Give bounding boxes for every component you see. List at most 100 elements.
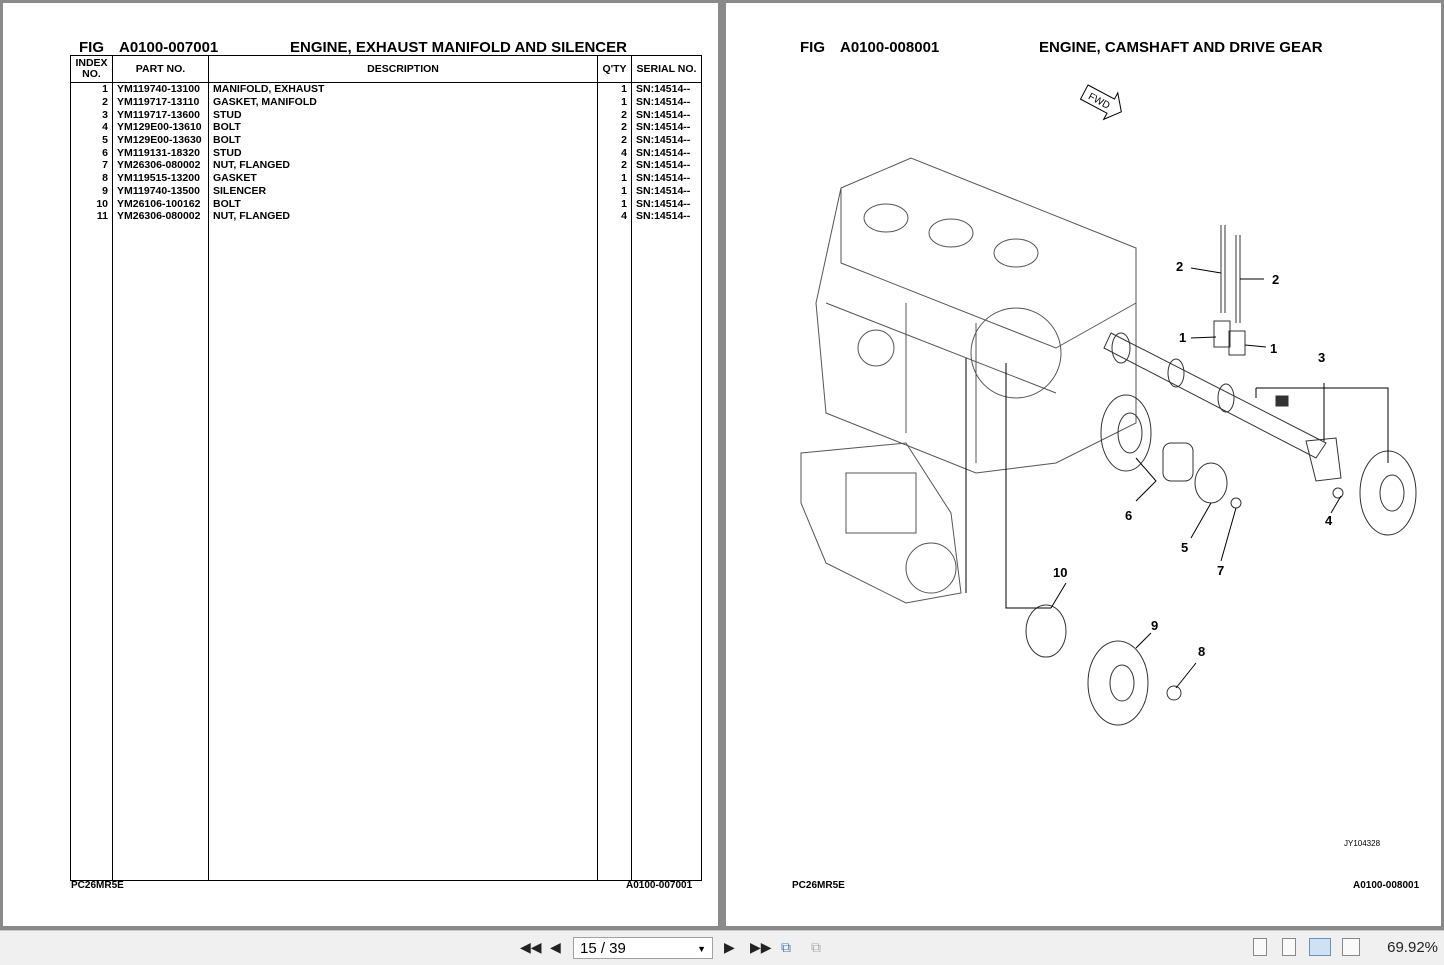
filler-cell: [70, 222, 113, 881]
cell-desc: MANIFOLD, EXHAUST: [208, 82, 598, 96]
cell-serial: SN:14514--: [631, 95, 702, 109]
cell-index: 1: [70, 82, 113, 96]
footer-model: PC26MR5E: [792, 880, 845, 891]
cell-index: 9: [70, 184, 113, 198]
fig-number: A0100-008001: [840, 39, 940, 56]
previous-view-icon[interactable]: ⧉: [781, 939, 791, 955]
callout-2a: 2: [1176, 259, 1183, 274]
cell-serial: SN:14514--: [631, 133, 702, 147]
cell-serial: SN:14514--: [631, 146, 702, 160]
camshaft: [1103, 332, 1327, 459]
leader-lines: [965, 267, 1389, 689]
prev-page-icon[interactable]: ◀: [550, 939, 561, 955]
cell-desc: GASKET, MANIFOLD: [208, 95, 598, 109]
viewer-toolbar: ◀◀ ◀ 15 / 39▼ ▶ ▶▶ ⧉ ⧉ 69.92%: [0, 930, 1444, 965]
cell-qty: 1: [597, 184, 632, 198]
cell-qty: 1: [597, 82, 632, 96]
cell-part: YM119717-13110: [112, 95, 209, 109]
callout-7: 7: [1217, 563, 1224, 578]
cell-index: 10: [70, 197, 113, 210]
cell-desc: SILENCER: [208, 184, 598, 198]
cell-part: YM119131-18320: [112, 146, 209, 160]
cell-desc: STUD: [208, 146, 598, 160]
cell-qty: 1: [597, 197, 632, 210]
cell-index: 3: [70, 108, 113, 122]
cell-part: YM129E00-13630: [112, 133, 209, 147]
zoom-level[interactable]: 69.92%: [1387, 939, 1438, 956]
col-serial: SERIAL NO.: [631, 55, 702, 83]
callout-4: 4: [1325, 513, 1333, 528]
continuous-view-icon[interactable]: [1282, 938, 1296, 956]
cell-index: 5: [70, 133, 113, 147]
fwd-arrow-icon: FWD: [1079, 84, 1122, 121]
next-view-icon[interactable]: ⧉: [811, 939, 821, 955]
filler-cell: [208, 222, 598, 881]
col-part: PART NO.: [112, 55, 209, 83]
gears: [1025, 394, 1417, 726]
col-qty: Q'TY: [597, 55, 632, 83]
cell-index: 4: [70, 121, 113, 134]
cell-desc: BOLT: [208, 133, 598, 147]
callout-1b: 1: [1270, 341, 1277, 356]
cell-qty: 2: [597, 133, 632, 147]
cell-index: 11: [70, 209, 113, 223]
cell-part: YM119717-13600: [112, 108, 209, 122]
cell-qty: 4: [597, 146, 632, 160]
filler-cell: [597, 222, 632, 881]
callout-3: 3: [1318, 350, 1325, 365]
callout-5: 5: [1181, 540, 1188, 555]
facing-view-icon[interactable]: [1309, 938, 1331, 956]
cell-desc: GASKET: [208, 171, 598, 185]
cell-part: YM119515-13200: [112, 171, 209, 185]
cell-serial: SN:14514--: [631, 197, 702, 210]
page-number-input[interactable]: 15 / 39▼: [573, 937, 713, 959]
callout-2b: 2: [1272, 272, 1279, 287]
cell-part: YM119740-13500: [112, 184, 209, 198]
callout-9: 9: [1151, 618, 1158, 633]
footer-fig: A0100-008001: [1353, 880, 1420, 891]
next-page-icon[interactable]: ▶: [724, 939, 735, 955]
exploded-diagram: FWD: [800, 84, 1417, 848]
col-desc: DESCRIPTION: [208, 55, 598, 83]
page-title: ENGINE, EXHAUST MANIFOLD AND SILENCER: [290, 39, 627, 56]
callout-10: 10: [1053, 565, 1067, 580]
continuous-facing-view-icon[interactable]: [1342, 938, 1360, 956]
drawing-id: JY104328: [1344, 839, 1381, 848]
cell-index: 6: [70, 146, 113, 160]
cell-part: YM26106-100162: [112, 197, 209, 210]
single-page-view-icon[interactable]: [1253, 938, 1267, 956]
cell-serial: SN:14514--: [631, 159, 702, 172]
right-page: FIG A0100-008001 ENGINE, CAMSHAFT AND DR…: [726, 3, 1441, 926]
dropdown-icon[interactable]: ▼: [697, 944, 706, 954]
footer-fig: A0100-007001: [626, 880, 693, 891]
cell-qty: 2: [597, 108, 632, 122]
left-page: FIG A0100-007001 ENGINE, EXHAUST MANIFOL…: [3, 3, 718, 926]
cell-qty: 4: [597, 209, 632, 223]
callout-1a: 1: [1179, 330, 1186, 345]
cell-desc: NUT, FLANGED: [208, 159, 598, 172]
filler-cell: [631, 222, 702, 881]
first-page-icon[interactable]: ◀◀: [520, 939, 542, 955]
cell-part: YM26306-080002: [112, 159, 209, 172]
page-title: ENGINE, CAMSHAFT AND DRIVE GEAR: [1039, 39, 1323, 56]
cell-serial: SN:14514--: [631, 108, 702, 122]
last-page-icon[interactable]: ▶▶: [750, 939, 772, 955]
cell-part: YM26306-080002: [112, 209, 209, 223]
filler-row: [70, 222, 702, 881]
cell-serial: SN:14514--: [631, 171, 702, 185]
cell-qty: 2: [597, 121, 632, 134]
fig-label: FIG: [79, 39, 104, 56]
filler-cell: [112, 222, 209, 881]
cell-part: YM129E00-13610: [112, 121, 209, 134]
callout-8: 8: [1198, 644, 1205, 659]
cell-index: 2: [70, 95, 113, 109]
